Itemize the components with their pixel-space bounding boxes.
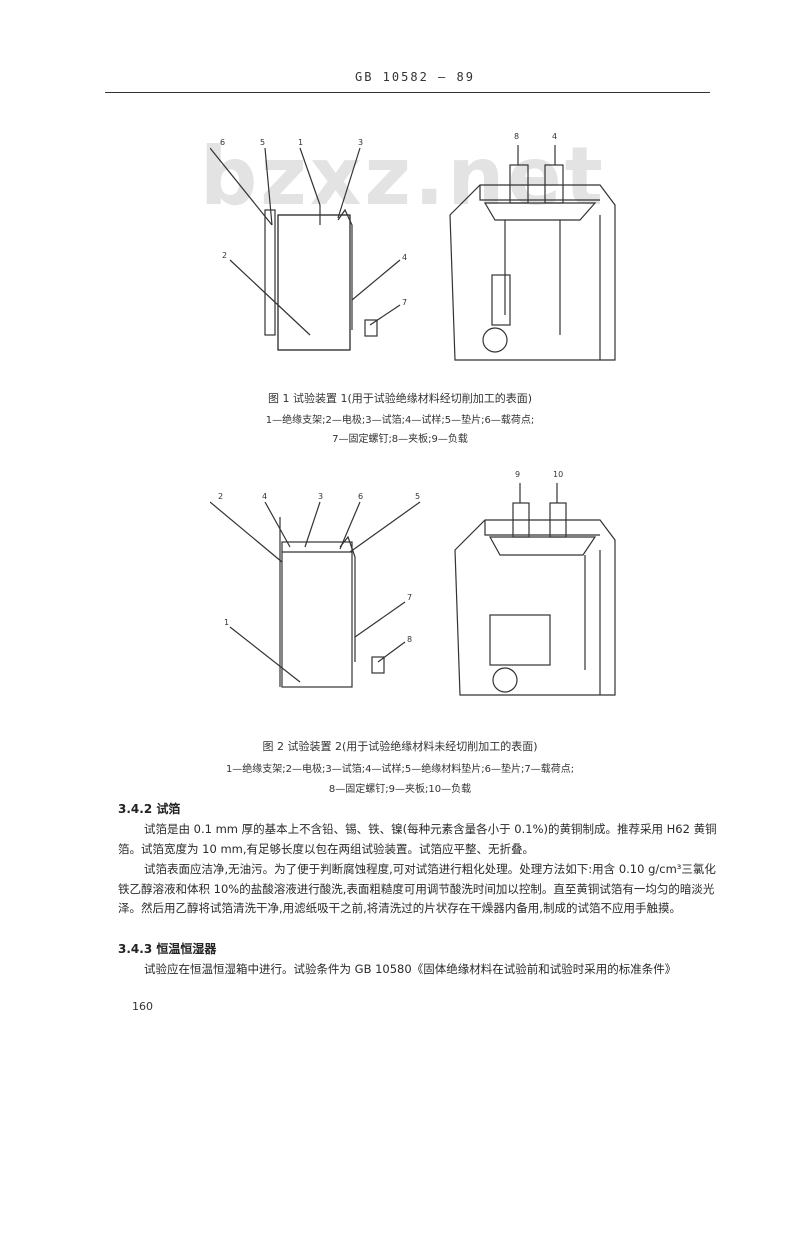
figure1-section-drawing: 6 5 1 3 2 4 7 [210, 138, 407, 351]
header-rule [105, 92, 710, 93]
fig2-label-4: 4 [262, 492, 267, 501]
fig1-label-4: 4 [402, 253, 407, 262]
fig2-label-5: 5 [415, 492, 420, 501]
fig1-label-1: 1 [298, 138, 303, 147]
fig2-label-9: 9 [515, 470, 520, 479]
figure1-caption: 图 1 试验装置 1(用于试验绝缘材料经切削加工的表面) [267, 392, 533, 405]
figure1-legend-line1: 1—绝缘支架;2—电极;3—试箔;4—试样;5—垫片;6—载荷点; [265, 415, 535, 426]
section-342-para1: 试箔是由 0.1 mm 厚的基本上不含铅、锡、铁、镍(每种元素含量各小于 0.1… [118, 822, 717, 856]
fig1-label-5: 5 [260, 138, 265, 147]
fig2-label-3: 3 [318, 492, 323, 501]
figure2-caption: 图 2 试验装置 2(用于试验绝缘材料未经切削加工的表面) [262, 740, 538, 753]
section-342-para2: 试箔表面应洁净,无油污。为了便于判断腐蚀程度,可对试箔进行粗化处理。处理方法如下… [118, 862, 716, 916]
fig1-label-8: 8 [514, 132, 519, 141]
fig2-label-6: 6 [358, 492, 363, 501]
fig2-label-7: 7 [407, 593, 412, 602]
figure1-apparatus-drawing: 8 4 [449, 132, 616, 361]
figure2-legend-line1: 1—绝缘支架;2—电极;3—试箔;4—试样;5—绝缘材料垫片;6—垫片;7—载荷… [225, 764, 575, 775]
figure2-apparatus-drawing: 9 10 [454, 470, 616, 696]
fig1-label-2: 2 [222, 251, 227, 260]
section-343-para1: 试验应在恒温恒湿箱中进行。试验条件为 GB 10580《固体绝缘材料在试验前和试… [144, 962, 677, 976]
standard-number-header: GB 10582 — 89 [355, 70, 475, 84]
fig2-label-8: 8 [407, 635, 412, 644]
fig1-label-9: 4 [552, 132, 557, 141]
section-343-heading: 3.4.3 恒温恒湿器 [118, 942, 217, 956]
section-342-heading: 3.4.2 试箔 [118, 802, 181, 816]
fig1-label-6: 6 [220, 138, 225, 147]
fig2-label-10: 10 [553, 470, 563, 479]
fig1-label-7: 7 [402, 298, 407, 307]
fig2-label-1: 1 [224, 618, 229, 627]
fig1-label-3: 3 [358, 138, 363, 147]
figure2-legend-line2: 8—固定螺钉;9—夹板;10—负载 [328, 784, 472, 795]
fig2-label-2: 2 [218, 492, 223, 501]
figure1-legend-line2: 7—固定螺钉;8—夹板;9—负载 [332, 434, 468, 445]
figure2-section-drawing: 2 4 3 6 5 1 7 8 [210, 492, 421, 688]
page-number: 160 [132, 1000, 153, 1013]
